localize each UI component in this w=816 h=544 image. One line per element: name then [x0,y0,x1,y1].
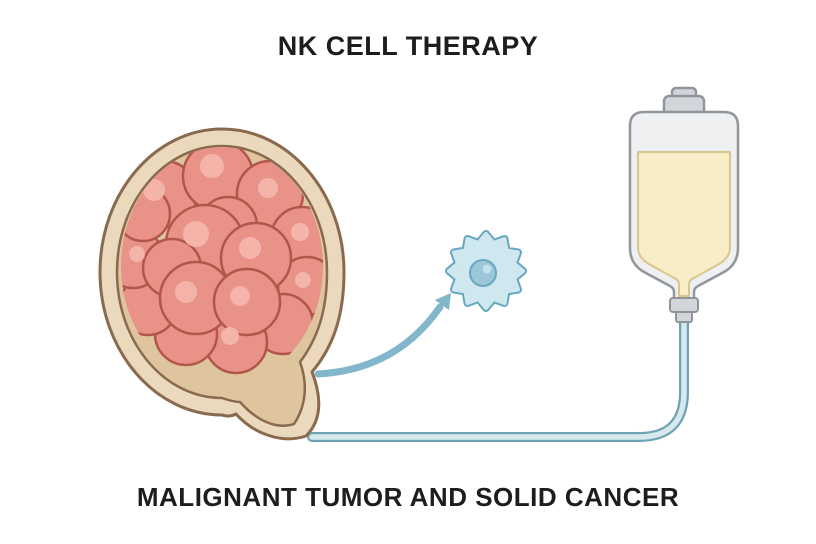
nk-cell-nucleus [469,259,497,287]
arrow-icon [314,293,451,378]
bag-fluid [637,151,731,297]
page-title: NK CELL THERAPY [277,31,539,61]
bag-port-ridge [675,311,693,323]
bag-port-connector [669,297,699,313]
nk-cell-nucleus-highlight [482,264,492,274]
iv-tube [307,311,689,442]
tumor-mass-highlights [129,154,311,345]
nk-cell-icon [445,230,527,312]
tumor-illustration [98,127,346,441]
page-caption: MALIGNANT TUMOR AND SOLID CANCER [136,482,680,512]
iv-bag-icon [628,86,740,323]
